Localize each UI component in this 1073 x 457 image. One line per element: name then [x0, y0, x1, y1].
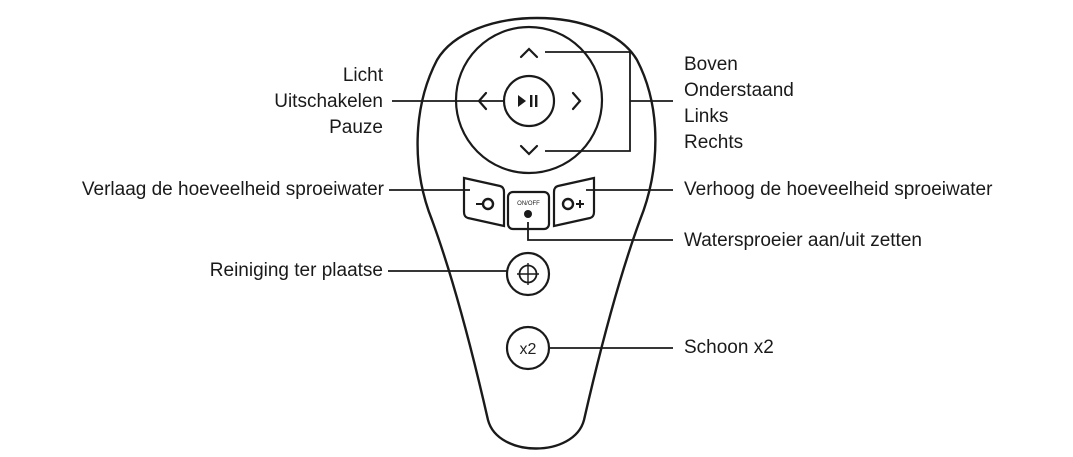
- label-clean-x2: Schoon x2: [684, 337, 774, 358]
- label-play-pause-2: Uitschakelen: [274, 91, 383, 112]
- play-icon: [518, 95, 526, 107]
- label-decrease-water: Verlaag de hoeveelheid sproeiwater: [81, 179, 384, 200]
- direction-ring[interactable]: [454, 25, 604, 175]
- water-onoff-icon: [524, 210, 532, 218]
- leader-water-onoff: [527, 222, 673, 241]
- increase-water-button[interactable]: [552, 176, 596, 228]
- label-play-pause-1: Licht: [342, 65, 383, 86]
- remote-body: [416, 16, 657, 450]
- decrease-water-icon: [476, 203, 482, 205]
- label-direction-left: Links: [684, 106, 729, 127]
- play-pause-button[interactable]: [502, 74, 556, 128]
- right-arrow-icon[interactable]: [571, 91, 582, 111]
- water-drop-icon: [481, 197, 495, 211]
- label-water-onoff: Watersproeier aan/uit zetten: [684, 230, 922, 251]
- label-play-pause-3: Pauze: [329, 117, 383, 138]
- pause-icon-bar: [535, 95, 538, 107]
- onoff-text: ON/OFF: [517, 201, 540, 207]
- label-direction-right: Rechts: [684, 132, 744, 153]
- label-spot-clean: Reiniging ter plaatse: [209, 260, 383, 281]
- up-arrow-icon[interactable]: [519, 47, 539, 59]
- x2-text: x2: [520, 341, 537, 358]
- crosshair-icon: [517, 263, 539, 285]
- pause-icon-bar: [530, 95, 533, 107]
- down-arrow-icon[interactable]: [519, 144, 539, 156]
- water-drop-icon: [561, 197, 575, 211]
- leader-bracket-directions: [545, 51, 673, 152]
- increase-water-icon: [576, 200, 584, 208]
- label-direction-up: Boven: [684, 54, 738, 75]
- label-increase-water: Verhoog de hoeveelheid sproeiwater: [684, 179, 993, 200]
- label-direction-down: Onderstaand: [684, 80, 794, 101]
